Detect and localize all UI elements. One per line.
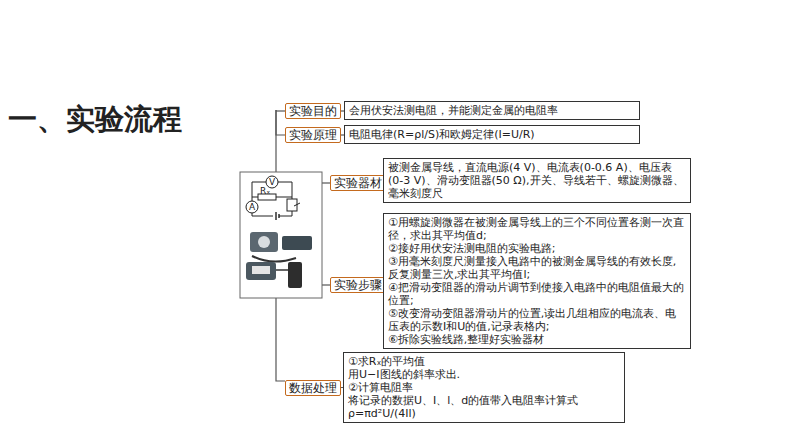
branch-line xyxy=(276,110,285,111)
branch-line xyxy=(276,110,285,135)
node-text: 电阻电律(R=ρl/S)和欧姆定律(I=U/R) xyxy=(349,128,635,141)
content-box: 电阻电律(R=ρl/S)和欧姆定律(I=U/R) xyxy=(344,125,640,144)
node-text: ①求Rₓ的平均值 xyxy=(348,355,620,368)
node-text: 实验目的 xyxy=(289,104,337,118)
node-text: ②接好用伏安法测电阻的实验电路; xyxy=(388,242,686,255)
trunk-line xyxy=(276,298,285,381)
node-text: 数据处理 xyxy=(289,381,337,395)
circuit-label: V xyxy=(269,177,275,187)
node-text: ②计算电阻率 xyxy=(348,381,620,394)
circuit xyxy=(246,176,300,220)
section-heading: 实验器材 xyxy=(330,175,386,191)
section-heading: 实验目的 xyxy=(285,103,341,119)
branch-line xyxy=(322,182,330,183)
node-text: 实验器材 xyxy=(334,176,382,190)
title: 一、实验流程 xyxy=(8,100,182,140)
content-box: 会用伏安法测电阻，并能测定金属的电阻率 xyxy=(344,101,640,120)
node-text: 用U−I图线的斜率求出. xyxy=(348,368,620,381)
content-box: ①用螺旋测微器在被测金属导线上的三个不同位置各测一次直径，求出其平均值d;②接好… xyxy=(383,213,691,349)
node-text: ④把滑动变阻器的滑动片调节到使接入电路中的电阻值最大的位置; xyxy=(388,281,686,307)
node-text: 将记录的数据U、I、l、d的值带入电阻率计算式 ρ=πd²U/(4Il) xyxy=(348,394,620,420)
picture-frame xyxy=(240,172,322,298)
node-text: 会用伏安法测电阻，并能测定金属的电阻率 xyxy=(349,104,635,117)
branch-line xyxy=(322,284,330,285)
apparatus-photo xyxy=(246,232,312,288)
node-text: 实验步骤 xyxy=(334,278,382,292)
node-text: ⑤改变滑动变阻器滑动片的位置,读出几组相应的电流表、电压表的示数I和U的值,记录… xyxy=(388,307,686,333)
section-heading: 数据处理 xyxy=(285,380,341,396)
node-text: 实验原理 xyxy=(289,128,337,142)
circuit-label: Rₓ xyxy=(260,186,270,196)
section-heading: 实验步骤 xyxy=(330,277,386,293)
node-text: ⑥拆除实验线路,整理好实验器材 xyxy=(388,333,686,346)
node-text: 被测金属导线，直流电源(4 V)、电流表(0-0.6 A)、电压表(0-3 V)… xyxy=(388,161,686,200)
node-text: ①用螺旋测微器在被测金属导线上的三个不同位置各测一次直径，求出其平均值d; xyxy=(388,216,686,242)
content-box: 被测金属导线，直流电源(4 V)、电流表(0-0.6 A)、电压表(0-3 V)… xyxy=(383,158,691,203)
content-box: ①求Rₓ的平均值用U−I图线的斜率求出.②计算电阻率将记录的数据U、I、l、d的… xyxy=(343,352,625,423)
circuit-label: A xyxy=(249,202,255,212)
section-heading: 实验原理 xyxy=(285,127,341,143)
node-text: ③用毫米刻度尺测量接入电路中的被测金属导线的有效长度,反复测量三次,求出其平均值… xyxy=(388,255,686,281)
